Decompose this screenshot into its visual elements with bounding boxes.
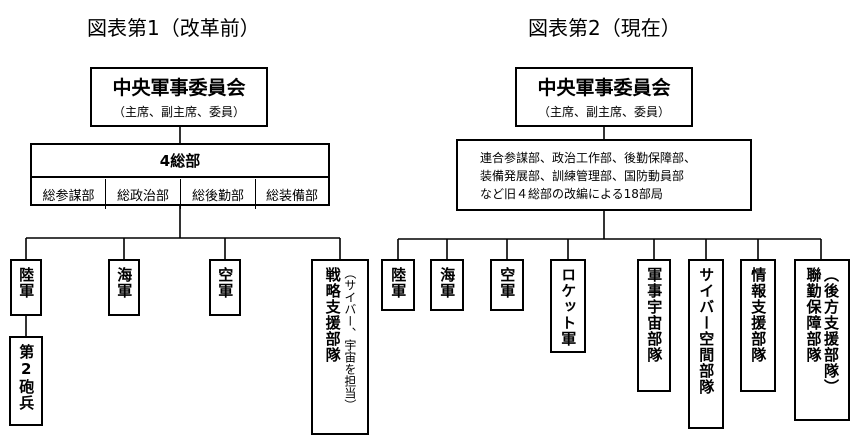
chart2-navy-box: 海軍 (430, 259, 464, 311)
chart2-cyberspace-force-label: サイバー空間部隊 (697, 267, 716, 395)
chart1-army-label: 陸軍 (17, 267, 36, 299)
chart2-joint-logistic-box: （後方支援部隊） 聯勤保障部隊 (794, 259, 850, 421)
chart1-navy-box: 海軍 (108, 259, 140, 316)
chart1-cmc-members: （主席、副主席、委員） (112, 105, 245, 119)
chart2-aerospace-force-label: 軍事宇宙部隊 (645, 267, 664, 363)
chart2-cmc-name: 中央軍事委員会 (537, 77, 671, 99)
chart2-army-label: 陸軍 (389, 267, 408, 299)
chart1-ssf-label: 戦略支援部隊 (323, 267, 342, 363)
chart1-ssf-note: （サイバー、宇宙を担当） (342, 267, 357, 411)
chart1-title: 図表第1（改革前） (87, 16, 260, 40)
chart1-second-artillery-label: 第2砲兵 (17, 344, 36, 411)
chart1-ssf-box: （サイバー、宇宙を担当） 戦略支援部隊 (311, 259, 369, 435)
chart2-airforce-label: 空軍 (498, 267, 517, 299)
chart2-departments-line3: など旧４総部の改編による18部局 (480, 187, 663, 201)
chart1-hq-name: 4総部 (159, 152, 201, 170)
chart2-joint-logistic-label: 聯勤保障部隊 (804, 267, 823, 363)
chart1-airforce-label: 空軍 (216, 267, 235, 299)
chart2-army-box: 陸軍 (381, 259, 415, 311)
chart1-cmc-box: 中央軍事委員会 （主席、副主席、委員） (90, 67, 268, 127)
chart1-dept-general-political: 総政治部 (106, 179, 181, 209)
chart1-navy-label: 海軍 (115, 267, 134, 299)
chart2-departments-box: 連合参謀部、政治工作部、後勤保障部、 装備発展部、訓練管理部、国防動員部 など旧… (456, 139, 752, 211)
chart2-departments-line2: 装備発展部、訓練管理部、国防動員部 (480, 169, 685, 183)
chart1-second-artillery-box: 第2砲兵 (9, 336, 43, 426)
chart2-aerospace-force-box: 軍事宇宙部隊 (637, 259, 671, 392)
chart1-airforce-box: 空軍 (209, 259, 241, 316)
chart2-cyberspace-force-box: サイバー空間部隊 (688, 259, 724, 429)
chart1-army-box: 陸軍 (10, 259, 42, 316)
chart1-dept-general-logistics: 総後勤部 (181, 179, 256, 209)
chart2-rocket-force-box: ロケット軍 (550, 259, 586, 353)
chart2-navy-label: 海軍 (438, 267, 457, 299)
chart2-rocket-force-label: ロケット軍 (559, 267, 578, 347)
chart2-airforce-box: 空軍 (490, 259, 524, 311)
chart2-information-support-label: 情報支援部隊 (749, 267, 768, 363)
chart1-dept-general-staff: 総参謀部 (32, 179, 106, 209)
chart1-dept-general-armament: 総装備部 (265, 188, 318, 204)
chart1-hq-box: 4総部 総参謀部 総政治部 総後勤部 総装備部 (30, 143, 330, 209)
chart2-cmc-box: 中央軍事委員会 （主席、副主席、委員） (515, 67, 693, 127)
chart2-title: 図表第2（現在） (528, 16, 681, 40)
chart2-information-support-box: 情報支援部隊 (740, 259, 776, 392)
chart1-cmc-name: 中央軍事委員会 (112, 77, 246, 99)
chart1-hq-divider (32, 176, 328, 178)
chart2-departments-line1: 連合参謀部、政治工作部、後勤保障部、 (480, 151, 697, 165)
chart2-cmc-members: （主席、副主席、委員） (537, 105, 670, 119)
chart2-joint-logistic-note: （後方支援部隊） (822, 267, 840, 395)
